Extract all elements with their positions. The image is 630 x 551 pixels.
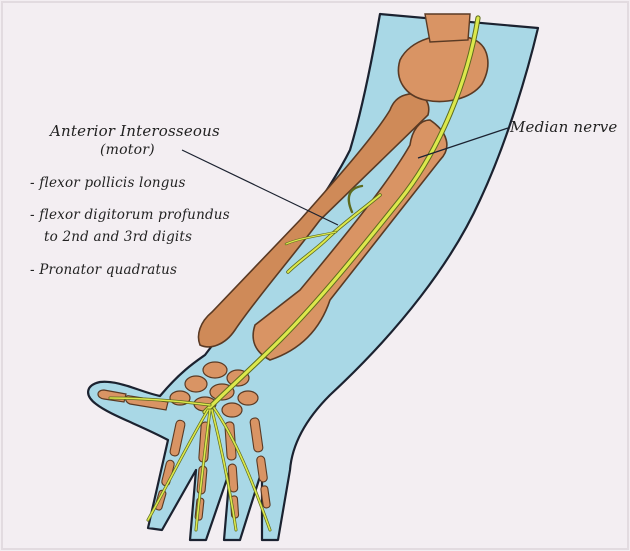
muscle-item-pronator-quadratus: - Pronator quadratus xyxy=(30,262,177,278)
label-median-nerve: Median nerve xyxy=(510,118,617,136)
label-anterior-interosseous: Anterior Interosseous xyxy=(50,122,220,140)
muscle-item-digits-detail: to 2nd and 3rd digits xyxy=(44,229,192,245)
label-motor: (motor) xyxy=(100,142,155,158)
humerus-shaft xyxy=(425,14,470,42)
muscle-item-flexor-pollicis-longus: - flexor pollicis longus xyxy=(30,175,186,191)
muscle-item-flexor-digitorum-profundus: - flexor digitorum profundus xyxy=(30,207,230,223)
